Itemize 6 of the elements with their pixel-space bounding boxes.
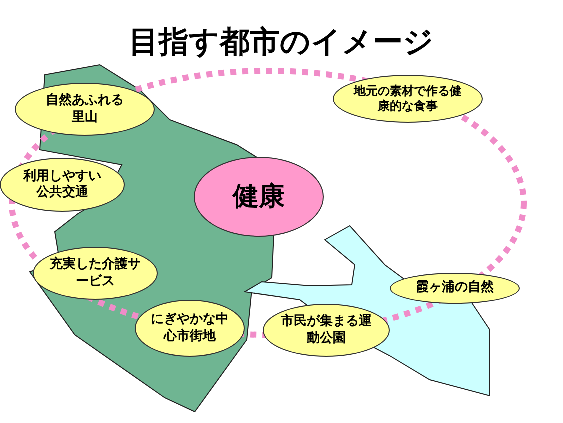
theme-ellipse: 利用しやすい公共交通 [0, 158, 125, 212]
theme-ellipse: 市民が集まる運動公園 [263, 304, 390, 357]
title: 目指す都市のイメージ [128, 24, 435, 62]
theme-ellipse: 自然あふれる里山 [15, 83, 155, 136]
theme-ellipse: 霞ヶ浦の自然 [390, 273, 520, 304]
theme-ellipse: 地元の素材で作る健康的な食事 [333, 75, 483, 123]
